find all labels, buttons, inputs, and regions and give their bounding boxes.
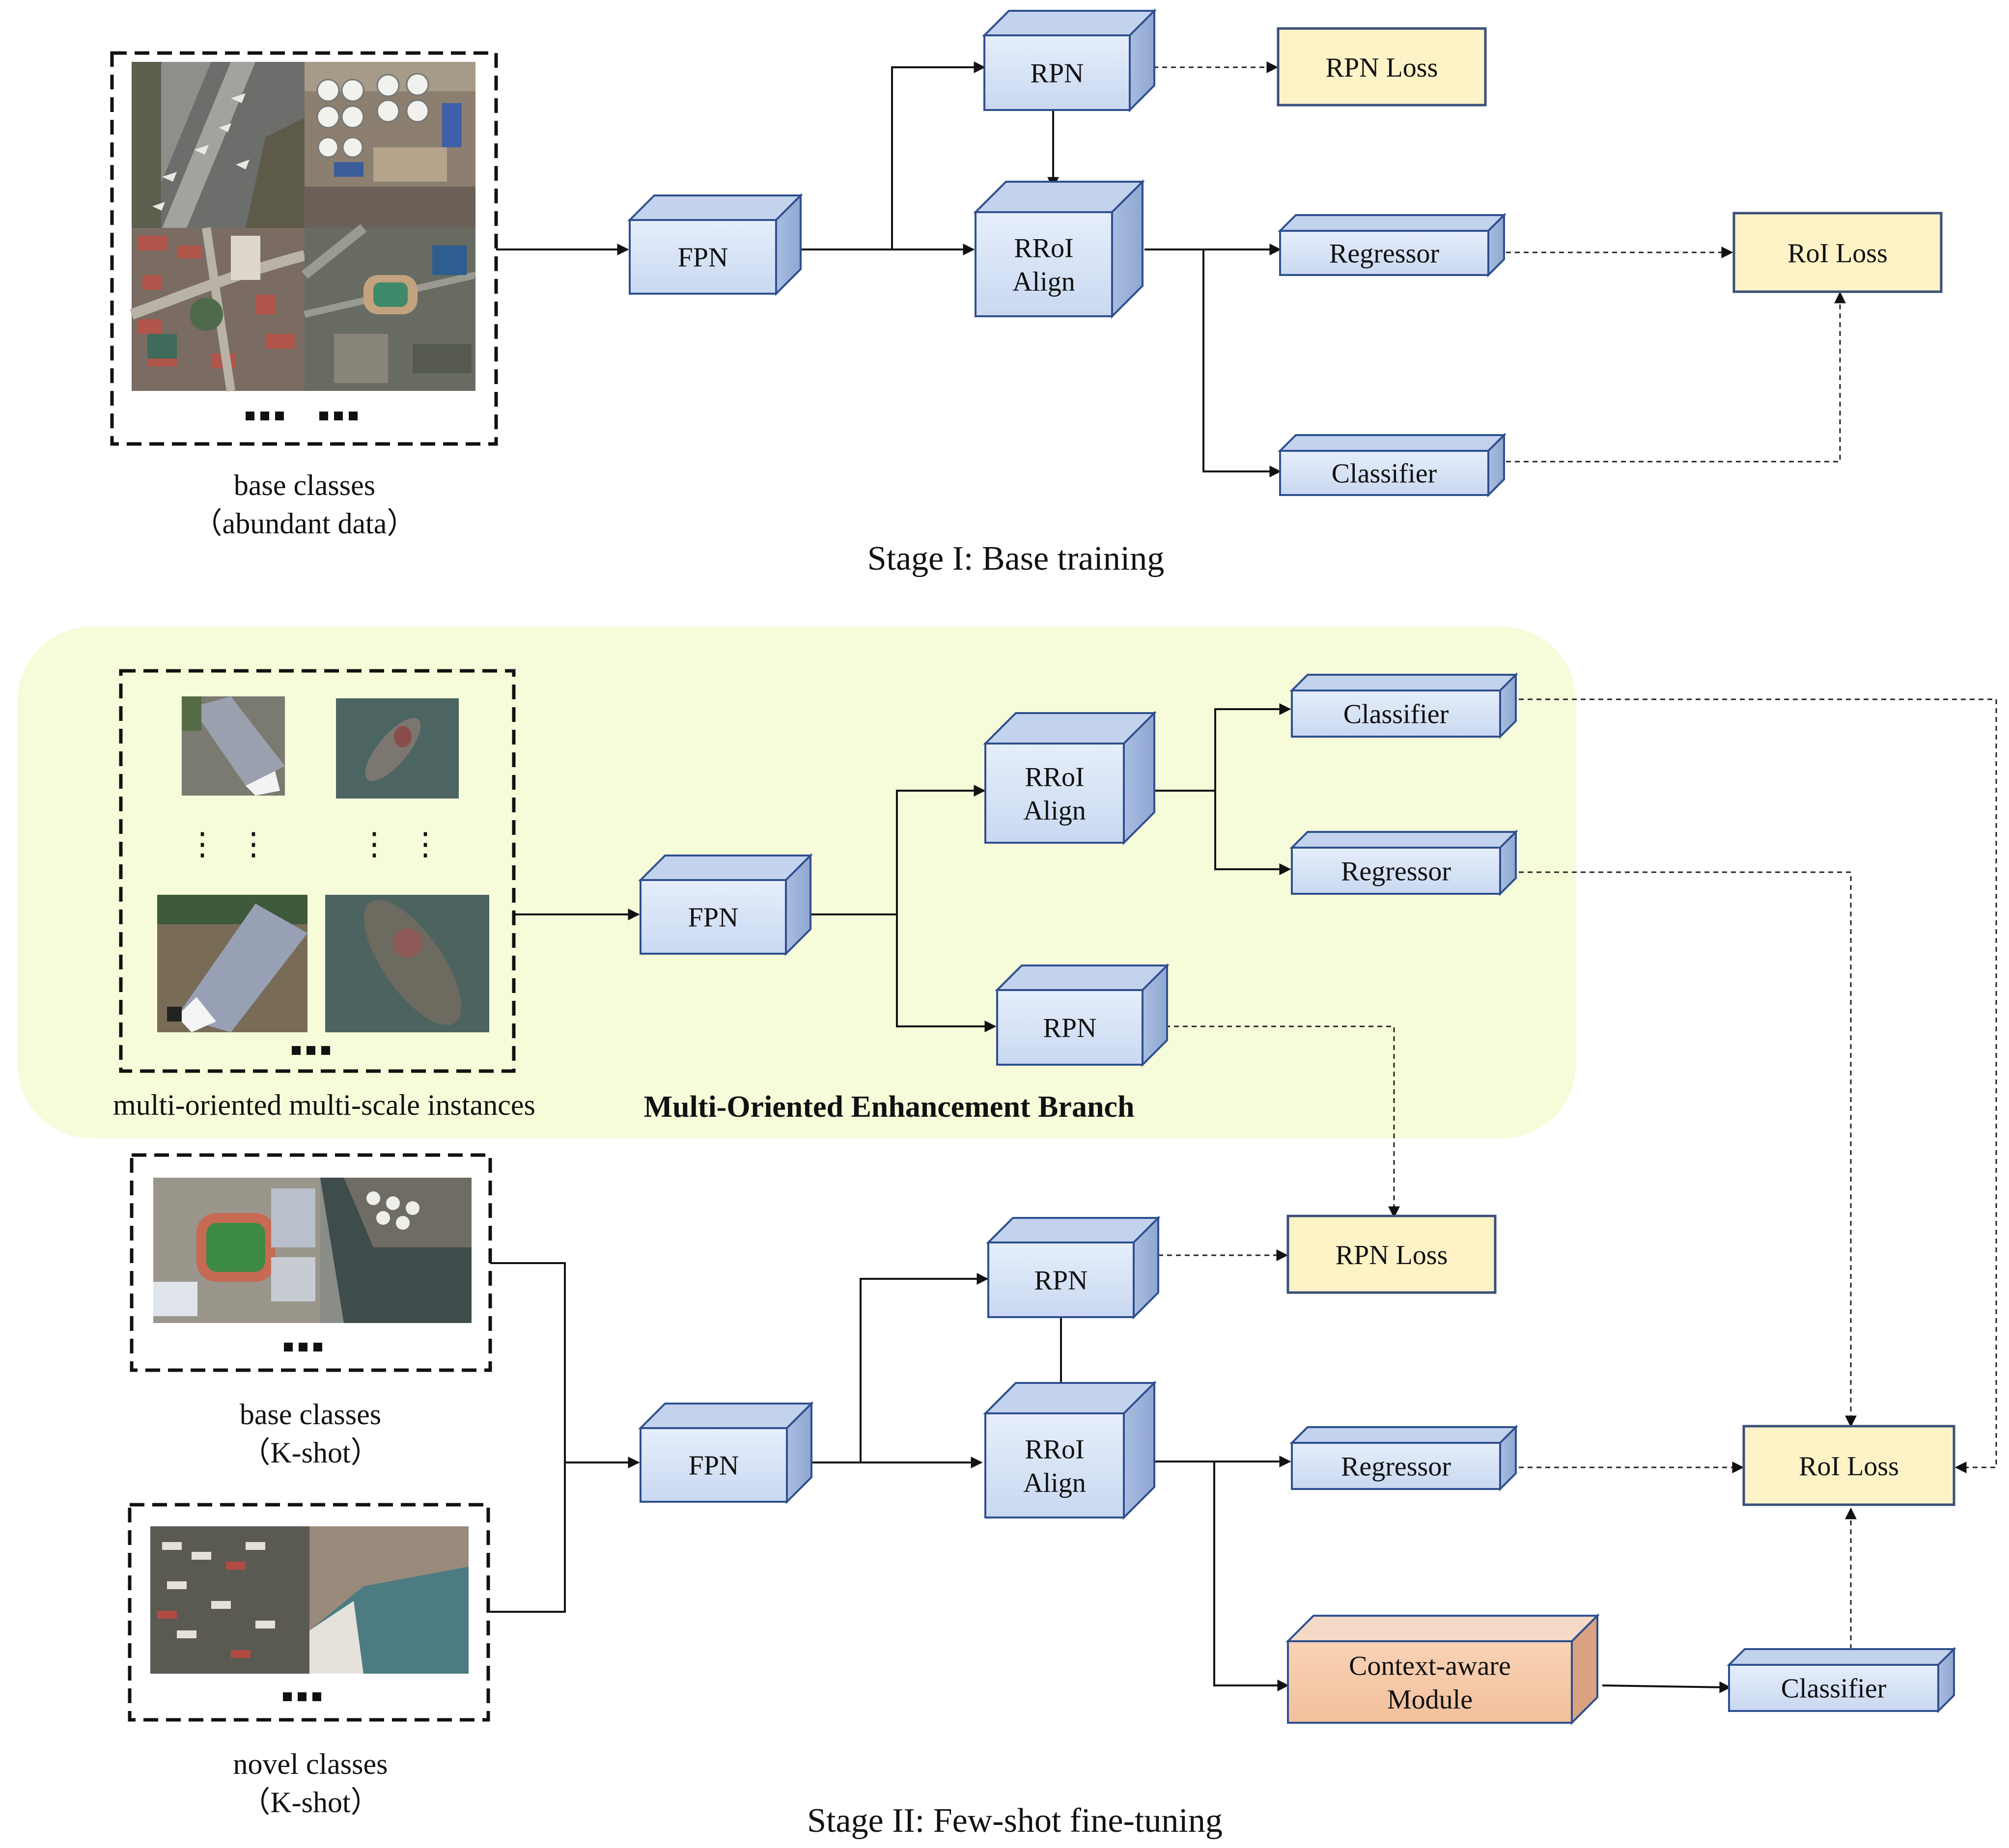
branch-regressor-block: Regressor	[1289, 829, 1518, 896]
stage2-rpn-loss-box: RPN Loss	[1286, 1214, 1497, 1294]
stage2-base-caption-sub: （K-shot）	[241, 1436, 380, 1469]
branch-rroi-block-label: RRoI	[1025, 762, 1084, 792]
stage2-classifier-block: Classifier	[1727, 1647, 1956, 1713]
stage2-rroi-block-label: Align	[1023, 1468, 1086, 1498]
stage1-input-caption-sub: （abundant data）	[193, 507, 417, 540]
stage1-input-caption: base classes	[234, 469, 375, 501]
stage2-context-block-label: Context-aware	[1349, 1651, 1511, 1681]
stage2-roi-loss-box-label: RoI Loss	[1799, 1451, 1899, 1482]
stage2-novel-caption: novel classes	[233, 1748, 388, 1780]
stage1-fpn-block-label: FPN	[678, 243, 728, 273]
svg-text:⋮: ⋮	[410, 827, 441, 861]
branch-connectors	[514, 703, 1291, 1032]
branch-regressor-block-label: Regressor	[1341, 856, 1451, 887]
stage1-rpn-block-label: RPN	[1031, 58, 1084, 89]
ship-large-image	[325, 895, 489, 1032]
stage2-fpn-block: FPN	[638, 1401, 814, 1504]
stage2-regressor-block-label: Regressor	[1341, 1452, 1451, 1482]
stage1-image-grid	[110, 51, 498, 446]
stage2-rpn-block: RPN	[986, 1215, 1161, 1320]
stage1-dashed-connectors	[1153, 61, 1846, 463]
branch-classifier-block: Classifier	[1289, 672, 1518, 739]
stage1-regressor-block-label: Regressor	[1329, 239, 1439, 269]
branch-title: Multi-Oriented Enhancement Branch	[644, 1090, 1135, 1124]
stage1-regressor-block: Regressor	[1278, 213, 1507, 277]
svg-text:⋮: ⋮	[187, 827, 218, 861]
stage1-rroi-block: RRoI Align	[973, 179, 1145, 319]
stage2-rpn-loss-box-label: RPN Loss	[1336, 1240, 1448, 1270]
stage1-roi-loss-box-label: RoI Loss	[1787, 238, 1888, 269]
branch-fpn-block-label: FPN	[688, 903, 739, 933]
branch-image-grid: ⋮ ⋮ ⋮ ⋮	[119, 669, 516, 1073]
branch-rroi-block: RRoI Align	[983, 711, 1157, 845]
stage1-classifier-block: Classifier	[1278, 433, 1507, 497]
building-large-image	[157, 895, 307, 1032]
stage1-classifier-block-label: Classifier	[1332, 459, 1437, 489]
stage1-rroi-block-label: Align	[1012, 267, 1075, 297]
svg-text:⋮: ⋮	[238, 827, 269, 861]
stage1-rpn-block: RPN	[982, 8, 1157, 112]
building-small-image	[182, 696, 285, 796]
stage2-classifier-block-label: Classifier	[1781, 1674, 1887, 1704]
stage1-title: Stage I: Base training	[867, 540, 1165, 578]
stage2-rroi-block-label: RRoI	[1025, 1434, 1084, 1464]
stage2-context-block-label: Module	[1387, 1684, 1473, 1715]
branch-rroi-block-label: Align	[1023, 796, 1086, 826]
stage1-roi-loss-box: RoI Loss	[1732, 212, 1943, 293]
airport-image	[132, 62, 305, 228]
stage1-rpn-loss-box: RPN Loss	[1277, 27, 1487, 107]
stage2-novel-caption-sub: （K-shot）	[241, 1786, 380, 1819]
stage2-novel-image-grid	[128, 1503, 490, 1722]
stage2-dashed-connectors	[1158, 1249, 1857, 1649]
branch-fpn-block: FPN	[638, 853, 813, 956]
stage2-base-image-grid	[130, 1153, 492, 1372]
stage2-title: Stage II: Few-shot fine-tuning	[807, 1802, 1223, 1840]
stage2-connectors	[488, 1262, 1731, 1693]
branch-input-caption: multi-oriented multi-scale instances	[113, 1089, 535, 1121]
stage2-regressor-block: Regressor	[1289, 1425, 1518, 1491]
svg-text:⋮: ⋮	[359, 827, 390, 861]
stage2-rroi-block: RRoI Align	[983, 1380, 1157, 1520]
branch-rpn-block: RPN	[995, 963, 1170, 1067]
stage2-rpn-block-label: RPN	[1034, 1266, 1088, 1296]
stage2-base-caption: base classes	[240, 1398, 381, 1431]
city-image	[130, 227, 306, 392]
stage1-connectors	[496, 61, 1282, 477]
stage1-fpn-block: FPN	[627, 193, 803, 296]
stage2-roi-loss-box: RoI Loss	[1742, 1425, 1955, 1506]
ship-small-image	[336, 698, 459, 799]
oil-tank-image	[305, 62, 475, 228]
branch-rpn-block-label: RPN	[1043, 1013, 1097, 1044]
stage1-rpn-loss-box-label: RPN Loss	[1326, 53, 1438, 83]
stadium-image	[301, 224, 476, 391]
branch-dashed-connectors	[1165, 698, 1997, 1473]
branch-classifier-block-label: Classifier	[1343, 699, 1449, 730]
stage2-fpn-block-label: FPN	[689, 1451, 739, 1481]
stage1-rroi-block-label: RRoI	[1014, 233, 1073, 263]
